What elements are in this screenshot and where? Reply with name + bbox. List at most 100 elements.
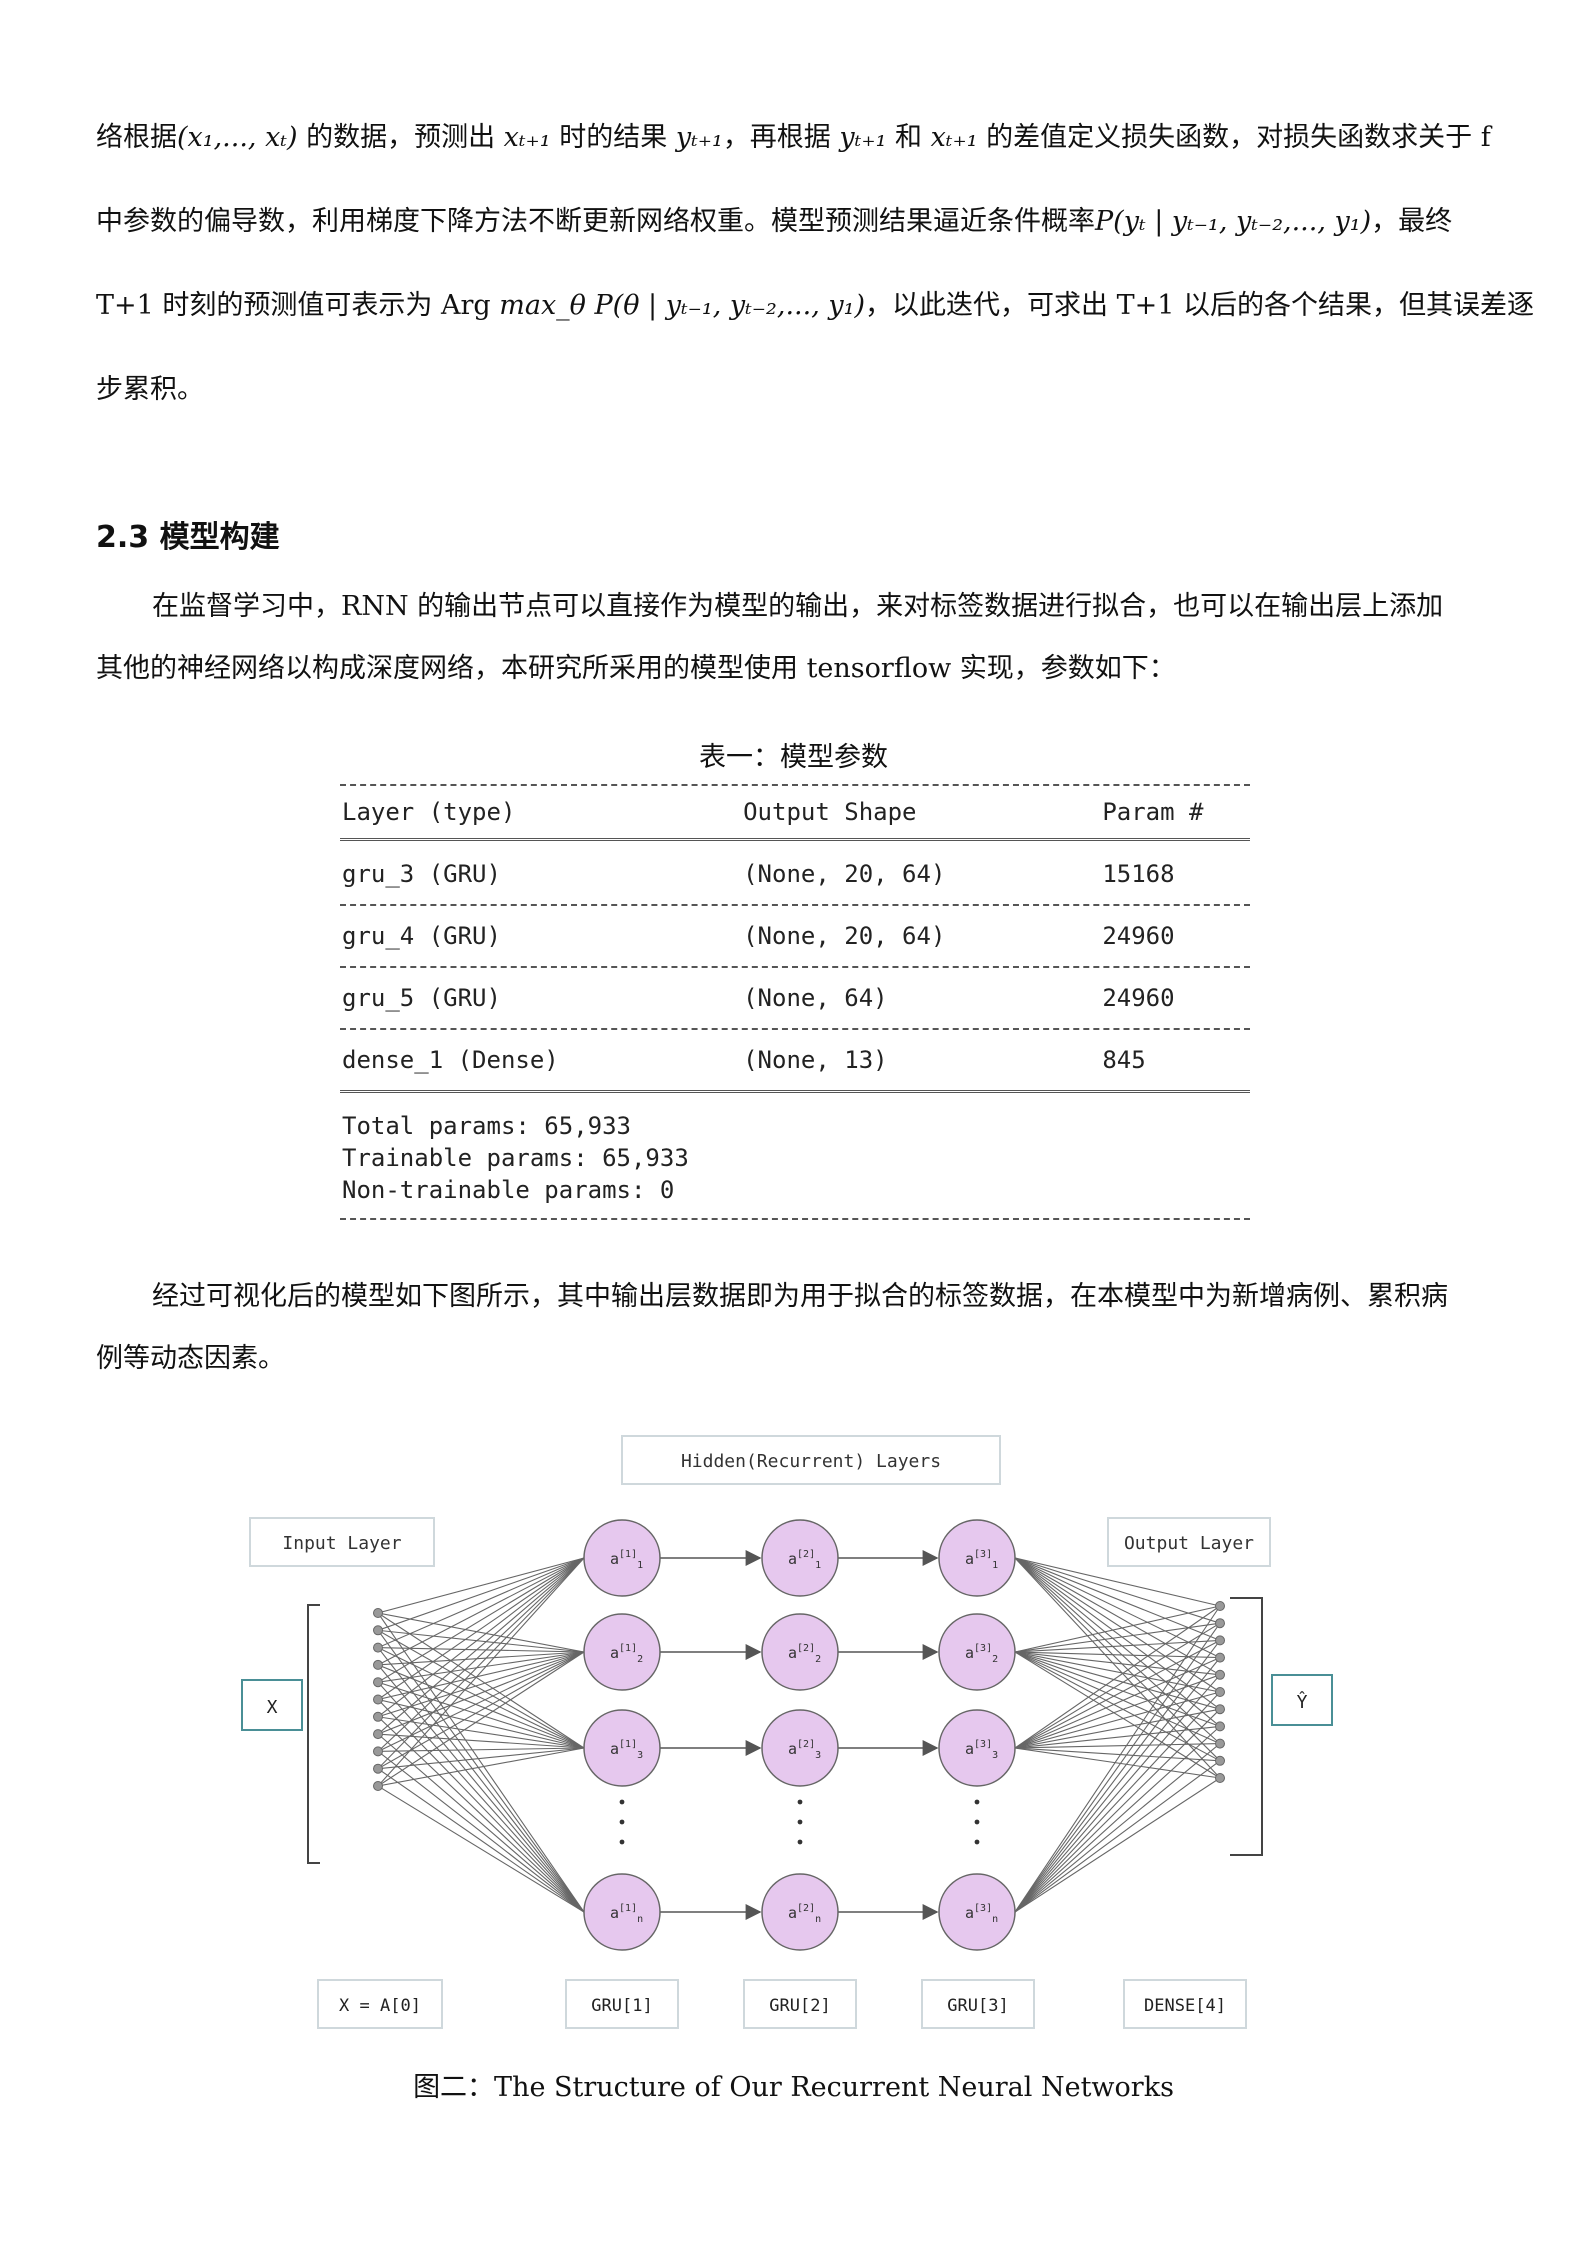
table-row: dense_1 (Dense) (None, 13) 845 xyxy=(342,1046,1146,1074)
edge xyxy=(377,1747,585,1787)
rnn-structure-diagram: Hidden(Recurrent) Layers Input Layer Out… xyxy=(241,1435,1333,2029)
bottom-label-box xyxy=(743,1979,857,2029)
x-input-box xyxy=(241,1679,303,1731)
output-node xyxy=(1215,1601,1225,1611)
edge xyxy=(1014,1691,1221,1913)
edge xyxy=(377,1651,585,1683)
math-x-t1-b: xₜ₊₁ xyxy=(930,122,978,153)
input-bracket xyxy=(307,1604,320,1864)
output-node xyxy=(1215,1738,1225,1749)
diagram-nodes: a[1]1a[1]2a[1]3a[1]na[2]1a[2]2a[2]3a[2]n… xyxy=(373,1519,1225,1951)
table-rule xyxy=(340,784,1250,786)
edge xyxy=(377,1557,585,1631)
edge xyxy=(1014,1557,1221,1745)
edge xyxy=(377,1557,585,1700)
edge xyxy=(1014,1557,1221,1659)
edge xyxy=(377,1747,585,1770)
math-x-range: (x₁,..., xₜ) xyxy=(177,122,298,153)
edge xyxy=(377,1651,585,1787)
math-x-t1: xₜ₊₁ xyxy=(503,122,551,153)
hidden-node xyxy=(938,1519,1016,1597)
math-conditional-prob: P(yₜ | yₜ₋₁, yₜ₋₂,..., y₁) xyxy=(1095,206,1372,237)
total-params: Total params: 65,933 xyxy=(342,1112,631,1140)
table-rule xyxy=(340,904,1250,906)
bottom-label-box xyxy=(317,1979,443,2029)
edge xyxy=(377,1557,585,1614)
table-row: gru_4 (GRU) (None, 20, 64) 24960 xyxy=(342,922,1175,950)
edge xyxy=(1014,1708,1221,1749)
edge xyxy=(1014,1557,1221,1762)
edge xyxy=(1014,1605,1221,1653)
edge xyxy=(377,1651,585,1666)
edge xyxy=(1014,1651,1221,1659)
ellipsis-dot xyxy=(974,1799,980,1805)
edge xyxy=(377,1557,585,1735)
edge xyxy=(377,1664,585,1749)
bottom-label: GRU[2] xyxy=(769,1996,830,2016)
bottom-label: GRU[1] xyxy=(591,1996,652,2016)
ellipsis-dot xyxy=(974,1819,980,1825)
paragraph-1: 络根据(x₁,..., xₜ) 的数据，预测出 xₜ₊₁ 时的结果 yₜ₊₁，再… xyxy=(96,96,1534,432)
edge xyxy=(1014,1651,1221,1762)
bottom-label-box xyxy=(565,1979,679,2029)
hidden-node xyxy=(761,1873,839,1951)
paragraph-2-line-1: 在监督学习中，RNN 的输出节点可以直接作为模型的输出，来对标签数据进行拟合，也… xyxy=(152,591,1444,622)
edge xyxy=(1014,1651,1221,1745)
edge xyxy=(1014,1743,1221,1913)
hidden-node xyxy=(761,1709,839,1787)
paragraph-1-line-1: 络根据(x₁,..., xₜ) 的数据，预测出 xₜ₊₁ 时的结果 yₜ₊₁，再… xyxy=(96,122,1491,153)
edge xyxy=(377,1651,585,1718)
edge xyxy=(377,1785,585,1913)
edge xyxy=(1014,1557,1221,1676)
edge xyxy=(377,1557,585,1770)
ellipsis-dot xyxy=(619,1819,625,1825)
edge xyxy=(377,1651,585,1701)
edge xyxy=(377,1681,585,1913)
input-node xyxy=(373,1781,383,1791)
bottom-label: GRU[3] xyxy=(947,1996,1008,2016)
output-node xyxy=(1215,1635,1225,1646)
hidden-layers-label: Hidden(Recurrent) Layers xyxy=(681,1451,941,1472)
paragraph-1-line-3: T+1 时刻的预测值可表示为 Arg max_θ P(θ | yₜ₋₁, yₜ₋… xyxy=(96,290,1534,321)
math-argmax: max_θ P(θ | yₜ₋₁, yₜ₋₂,..., y₁) xyxy=(499,290,865,321)
edge xyxy=(377,1612,585,1749)
edge xyxy=(1014,1639,1221,1749)
x-label: X xyxy=(267,1697,278,1718)
header-layer: Layer (type) xyxy=(342,798,516,826)
math-y-t1: yₜ₊₁ xyxy=(675,122,723,153)
non-trainable-params: Non-trainable params: 0 xyxy=(342,1176,675,1204)
edge xyxy=(377,1733,585,1749)
diagram-ellipsis xyxy=(619,1799,980,1845)
output-node xyxy=(1215,1773,1225,1783)
edge xyxy=(1014,1557,1221,1710)
edge xyxy=(377,1651,585,1752)
hidden-node xyxy=(938,1709,1016,1787)
ellipsis-dot xyxy=(797,1839,803,1845)
edge xyxy=(377,1647,585,1653)
hidden-node xyxy=(938,1873,1016,1951)
edge xyxy=(1014,1605,1221,1749)
edge xyxy=(377,1629,585,1653)
yhat-label: Ŷ xyxy=(1297,1691,1308,1713)
edge xyxy=(1014,1674,1221,1749)
paragraph-2-line-2: 其他的神经网络以构成深度网络，本研究所采用的模型使用 tensorflow 实现… xyxy=(96,653,1176,684)
edge xyxy=(377,1557,585,1666)
bottom-label-box xyxy=(921,1979,1035,2029)
edge xyxy=(1014,1725,1221,1749)
hidden-node xyxy=(938,1613,1016,1691)
table-rule xyxy=(340,966,1250,968)
edge xyxy=(377,1557,585,1649)
paragraph-3-line-1: 经过可视化后的模型如下图所示，其中输出层数据即为用于拟合的标签数据，在本模型中为… xyxy=(152,1281,1448,1312)
input-node xyxy=(373,1729,383,1740)
output-layer-box xyxy=(1107,1517,1271,1567)
edge xyxy=(1014,1657,1221,1913)
edge xyxy=(1014,1691,1221,1749)
paragraph-3: 经过可视化后的模型如下图所示，其中输出层数据即为用于拟合的标签数据，在本模型中为… xyxy=(96,1266,1496,1390)
edge xyxy=(1014,1557,1221,1641)
bottom-label-box xyxy=(1123,1979,1247,2029)
paragraph-3-line-2: 例等动态因素。 xyxy=(96,1343,285,1374)
edge xyxy=(377,1612,585,1653)
edge xyxy=(377,1698,585,1749)
edge xyxy=(1014,1747,1221,1779)
